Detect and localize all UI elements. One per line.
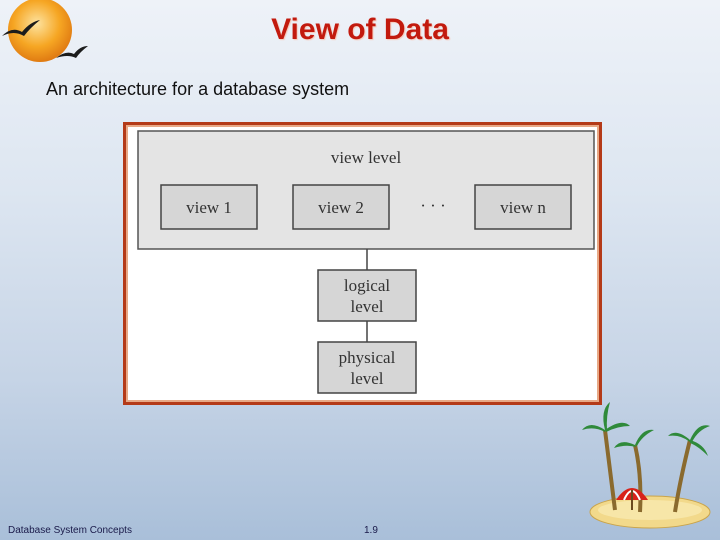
logical-level-line2: level — [350, 297, 383, 316]
view-2-label: view 2 — [318, 198, 364, 217]
slide-subtitle: An architecture for a database system — [46, 78, 349, 100]
logical-level-line1: logical — [344, 276, 391, 295]
architecture-diagram: view level view 1 view 2 · · · view n lo… — [126, 125, 599, 402]
architecture-figure: view level view 1 view 2 · · · view n lo… — [123, 122, 602, 405]
view-1-label: view 1 — [186, 198, 232, 217]
palm-island-icon — [580, 400, 715, 535]
views-ellipsis: · · · — [420, 196, 445, 215]
slide-title: View of Data — [0, 10, 720, 50]
footer-book-title: Database System Concepts — [8, 525, 132, 536]
physical-level-line2: level — [350, 369, 383, 388]
footer-page-number: 1.9 — [364, 525, 378, 536]
view-n-label: view n — [500, 198, 546, 217]
view-level-label: view level — [331, 148, 402, 167]
physical-level-line1: physical — [339, 348, 396, 367]
